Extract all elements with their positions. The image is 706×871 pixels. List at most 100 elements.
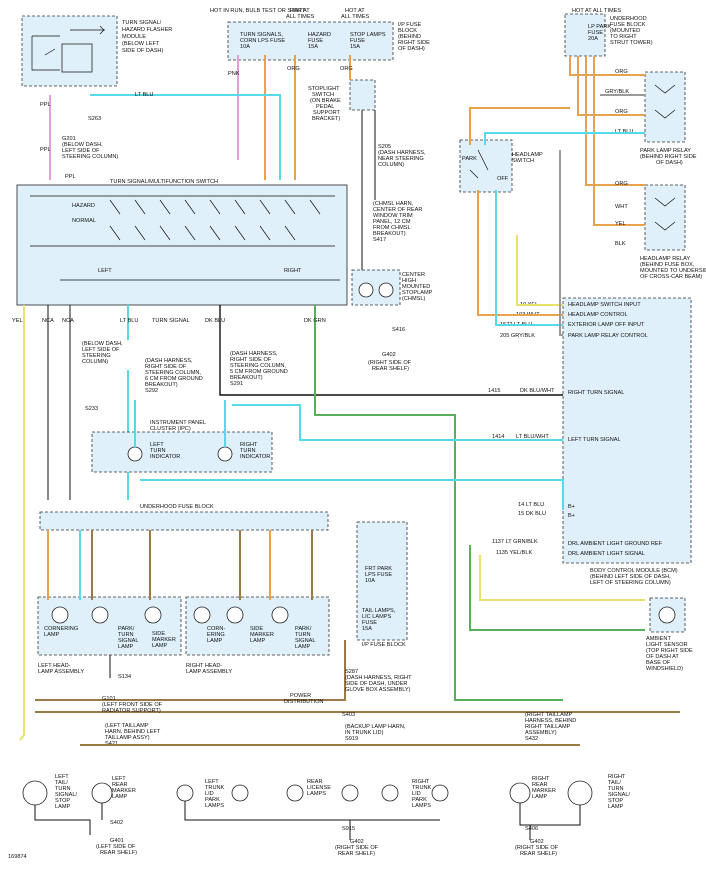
svg-text:(DASH HARNESS,: (DASH HARNESS, <box>230 351 278 357</box>
svg-text:S432: S432 <box>525 736 538 742</box>
svg-text:LEFT: LEFT <box>98 268 112 274</box>
svg-text:PARK/: PARK/ <box>295 626 312 632</box>
svg-text:INSTRUMENT PANEL: INSTRUMENT PANEL <box>150 420 206 426</box>
svg-text:S403: S403 <box>342 712 355 718</box>
svg-text:MARKER: MARKER <box>112 788 136 794</box>
svg-text:WINDOW TRIM: WINDOW TRIM <box>373 213 413 219</box>
svg-text:15A: 15A <box>362 626 372 632</box>
svg-text:RIGHT SIDE OF: RIGHT SIDE OF <box>145 364 187 370</box>
svg-text:DK GRN: DK GRN <box>304 318 326 324</box>
svg-text:NEAR STEERING: NEAR STEERING <box>378 156 424 162</box>
svg-text:PNK: PNK <box>228 71 240 77</box>
svg-text:LEFT SIDE OF: LEFT SIDE OF <box>62 148 100 154</box>
svg-text:TURN: TURN <box>150 448 166 454</box>
svg-text:1137 LT GRN/BLK: 1137 LT GRN/BLK <box>492 539 538 545</box>
svg-text:REAR SHELF): REAR SHELF) <box>338 851 375 857</box>
svg-text:YEL: YEL <box>615 221 626 227</box>
ambient-light-sensor: AMBIENT LIGHT SENSOR (TOP RIGHT SIDE OF … <box>646 597 693 672</box>
svg-text:(LEFT TAILLAMP: (LEFT TAILLAMP <box>105 723 149 729</box>
svg-text:LT BLU: LT BLU <box>135 92 153 98</box>
svg-text:SIGNAL: SIGNAL <box>118 638 139 644</box>
svg-text:LAMP: LAMP <box>152 643 168 649</box>
svg-text:STOP LAMPS: STOP LAMPS <box>350 32 386 38</box>
svg-text:(RIGHT SIDE OF: (RIGHT SIDE OF <box>368 360 412 366</box>
svg-text:15A: 15A <box>308 44 318 50</box>
svg-text:LAMP: LAMP <box>608 804 624 810</box>
svg-text:S205: S205 <box>378 144 391 150</box>
svg-text:15A: 15A <box>350 44 360 50</box>
svg-text:SWITCH: SWITCH <box>512 158 534 164</box>
svg-text:LEFT SIDE OF: LEFT SIDE OF <box>82 347 120 353</box>
svg-text:FUSE: FUSE <box>588 30 603 36</box>
svg-text:CLUSTER (IPC): CLUSTER (IPC) <box>150 426 191 432</box>
svg-text:(BEHIND RIGHT SIDE: (BEHIND RIGHT SIDE <box>640 154 697 160</box>
svg-text:PANEL, 12 CM: PANEL, 12 CM <box>373 219 411 225</box>
ip-fuse-block-mid: FRT PARK LPS FUSE 10A TAIL LAMPS, LIC LA… <box>356 521 408 648</box>
svg-text:WINDSHIELD): WINDSHIELD) <box>646 666 683 672</box>
svg-text:OF DASH AT: OF DASH AT <box>646 654 679 660</box>
svg-text:HAZARD: HAZARD <box>308 32 331 38</box>
svg-text:(RIGHT SIDE OF: (RIGHT SIDE OF <box>515 845 559 851</box>
svg-text:B+: B+ <box>568 513 575 519</box>
svg-text:LPS FUSE: LPS FUSE <box>365 572 392 578</box>
svg-text:CORNERING: CORNERING <box>44 626 78 632</box>
svg-text:NORMAL: NORMAL <box>72 218 96 224</box>
svg-text:DISTRIBUTION: DISTRIBUTION <box>284 699 323 705</box>
svg-text:S287: S287 <box>345 669 358 675</box>
svg-text:G402: G402 <box>350 839 364 845</box>
svg-text:(DASH HARNESS,: (DASH HARNESS, <box>145 358 193 364</box>
svg-text:(CHMSL HARN,: (CHMSL HARN, <box>373 201 414 207</box>
svg-text:RIGHT: RIGHT <box>532 776 550 782</box>
svg-text:HEADLAMP CONTROL: HEADLAMP CONTROL <box>568 312 628 318</box>
svg-text:LAMP: LAMP <box>44 632 60 638</box>
svg-text:PPL: PPL <box>40 147 51 153</box>
svg-text:I/P FUSE BLOCK: I/P FUSE BLOCK <box>362 642 406 648</box>
svg-text:TAILLAMP ASSY): TAILLAMP ASSY) <box>105 735 150 741</box>
left-headlamp-assembly: CORNERING LAMP PARK/ TURN SIGNAL LAMP SI… <box>37 596 182 675</box>
svg-text:PEDAL: PEDAL <box>316 104 334 110</box>
svg-text:LP PARK: LP PARK <box>588 24 611 30</box>
svg-text:S263: S263 <box>88 116 101 122</box>
flasher-module: TURN SIGNAL/ HAZARD FLASHER MODULE (BELO… <box>21 15 172 87</box>
svg-text:(MOUNTED: (MOUNTED <box>610 28 640 34</box>
svg-text:(LEFT FRONT SIDE OF: (LEFT FRONT SIDE OF <box>102 702 163 708</box>
svg-text:ORG: ORG <box>287 66 300 72</box>
svg-text:FUSE: FUSE <box>362 620 377 626</box>
ip-fuse-block-top: HOT IN RUN, BULB TEST OR START HOT AT AL… <box>210 8 430 61</box>
svg-text:S417: S417 <box>373 237 386 243</box>
svg-text:(RIGHT SIDE OF: (RIGHT SIDE OF <box>335 845 379 851</box>
svg-text:REAR SHELF): REAR SHELF) <box>372 366 409 372</box>
svg-text:STOPLIGHT: STOPLIGHT <box>308 86 340 92</box>
svg-text:LEFT TURN SIGNAL: LEFT TURN SIGNAL <box>568 437 621 443</box>
svg-text:LIGHT SENSOR: LIGHT SENSOR <box>646 642 688 648</box>
headlamp-switch: PARK OFF HEADLAMP SWITCH <box>459 139 543 193</box>
svg-text:TURN: TURN <box>55 786 71 792</box>
svg-text:RIGHT: RIGHT <box>240 442 258 448</box>
right-headlamp-assembly: CORN- ERING LAMP SIDE MARKER LAMP PARK/ … <box>185 596 330 675</box>
svg-text:RIGHT TAILLAMP: RIGHT TAILLAMP <box>525 724 571 730</box>
svg-text:CORN LPS FUSE: CORN LPS FUSE <box>240 38 285 44</box>
svg-text:SIGNAL/: SIGNAL/ <box>608 792 631 798</box>
svg-text:OF DASH): OF DASH) <box>398 46 425 52</box>
svg-text:SIGNAL/: SIGNAL/ <box>55 792 78 798</box>
hot-run-label: HOT IN RUN, BULB TEST OR START <box>210 8 306 14</box>
svg-text:AMBIENT: AMBIENT <box>646 636 671 642</box>
svg-text:DRL AMBIENT LIGHT SIGNAL: DRL AMBIENT LIGHT SIGNAL <box>568 551 645 557</box>
svg-text:6 CM FROM GROUND: 6 CM FROM GROUND <box>145 376 203 382</box>
svg-text:TURN SIGNAL: TURN SIGNAL <box>152 318 190 324</box>
svg-text:1135 YEL/BLK: 1135 YEL/BLK <box>496 550 532 556</box>
svg-text:S291: S291 <box>230 381 243 387</box>
svg-text:LAMP ASSEMBLY: LAMP ASSEMBLY <box>186 669 232 675</box>
svg-text:B+: B+ <box>568 504 575 510</box>
svg-text:DK BLU: DK BLU <box>205 318 225 324</box>
svg-text:G101: G101 <box>102 696 116 702</box>
svg-text:LID: LID <box>412 791 421 797</box>
svg-text:LAMP: LAMP <box>532 794 548 800</box>
svg-text:ORG: ORG <box>340 66 353 72</box>
svg-text:S233: S233 <box>85 406 98 412</box>
svg-text:NCA: NCA <box>42 318 54 324</box>
svg-text:DK BLU/WHT: DK BLU/WHT <box>520 388 555 394</box>
svg-text:(BELOW LEFT: (BELOW LEFT <box>122 41 160 47</box>
svg-text:1414: 1414 <box>492 434 504 440</box>
